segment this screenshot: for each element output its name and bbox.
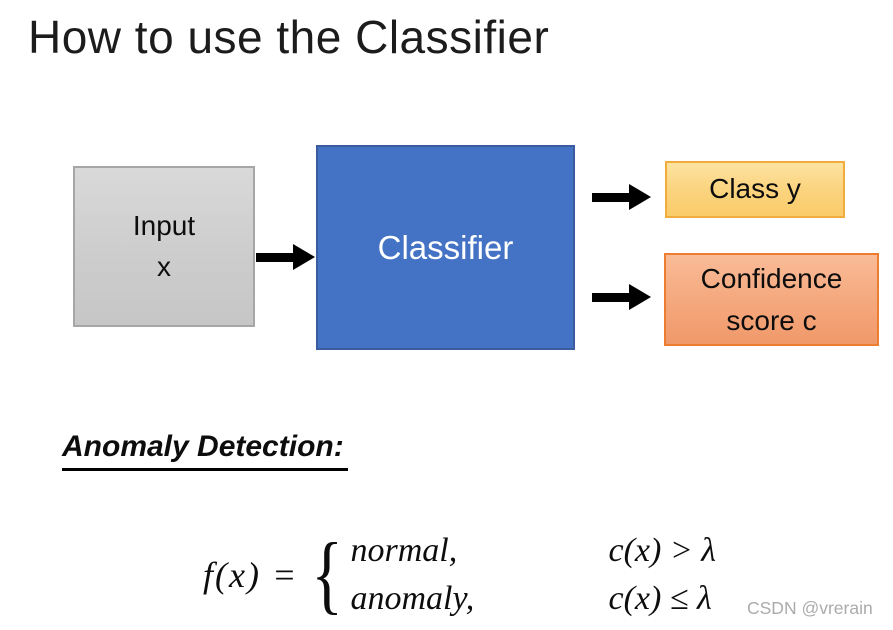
classifier-box-label: Classifier — [377, 228, 514, 266]
formula-case-anomaly-value: anomaly, — [350, 580, 475, 617]
input-box-label-line2: x — [157, 250, 171, 282]
arrow-right-icon-input-to-classifier — [256, 244, 315, 270]
anomaly-formula: f(x) = { normal, c(x) > λ anomaly, c(x) … — [203, 527, 716, 623]
formula-case-anomaly-condition: c(x) ≤ λ — [608, 580, 712, 617]
confidence-box-label-line2: score c — [726, 304, 817, 336]
formula-lhs: f(x) = — [203, 555, 299, 595]
slide-title: How to use the Classifier — [28, 11, 550, 63]
formula-case-normal-value: normal, — [350, 532, 458, 569]
anomaly-detection-heading: Anomaly Detection: — [62, 430, 348, 471]
formula-brace: { — [311, 526, 344, 623]
confidence-box-label-line1: Confidence — [700, 262, 843, 294]
classifier-box: Classifier — [316, 145, 575, 350]
input-box: Input x — [73, 166, 255, 327]
formula-case-normal-condition: c(x) > λ — [608, 532, 717, 569]
arrow-right-icon-classifier-to-class — [592, 184, 651, 210]
class-y-box: Class y — [665, 161, 845, 218]
formula-cases: normal, c(x) > λ anomaly, c(x) ≤ λ — [351, 527, 717, 623]
class-y-box-label: Class y — [709, 173, 801, 205]
input-box-label-line1: Input — [132, 209, 196, 241]
confidence-score-box: Confidence score c — [664, 253, 879, 346]
watermark: CSDN @vrerain — [747, 598, 873, 618]
arrow-right-icon-classifier-to-confidence — [592, 284, 651, 310]
